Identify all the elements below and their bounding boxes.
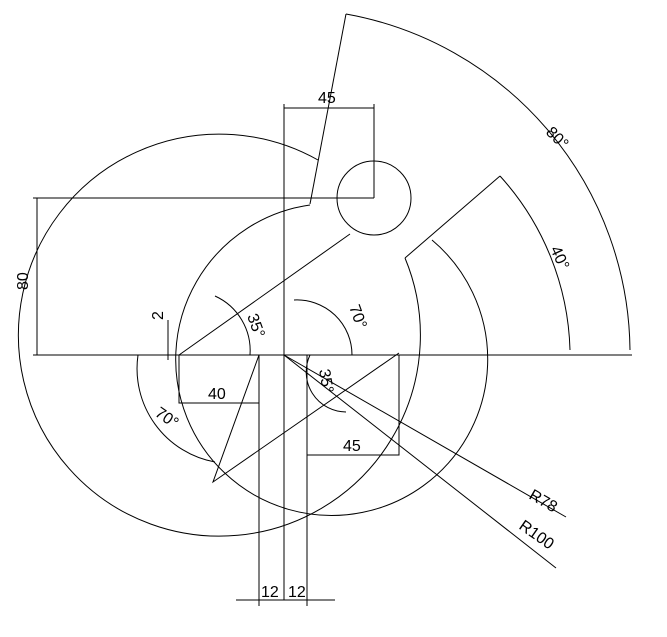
dim-bottom-right-12: 12 <box>288 584 306 601</box>
dim-40-label: 40 <box>208 386 226 403</box>
dim-80-degree-arc <box>345 13 631 351</box>
radius-78-leader <box>283 354 567 518</box>
radius-100-label: R100 <box>516 517 557 553</box>
right-rect <box>306 354 400 456</box>
outer-arc-r100 <box>17 133 421 537</box>
dim-45-bottom-label: 45 <box>343 438 361 455</box>
slot-line-left <box>309 13 347 205</box>
dim-bottom-left-12: 12 <box>261 584 279 601</box>
dim-40-degree-label: 40° <box>546 244 572 273</box>
dim-40-degree-arc <box>499 175 571 351</box>
radius-78-label: R78 <box>526 487 560 516</box>
angle-70-left-label: 70° <box>152 404 182 432</box>
angle-70-left-arc <box>136 354 216 463</box>
dim-45-top-label: 45 <box>318 90 336 107</box>
left-rect <box>178 354 260 404</box>
inner-arc-r78 <box>175 204 489 516</box>
angle-35-left-arc <box>214 295 251 356</box>
angle-70-right-label: 70° <box>345 303 369 332</box>
angle-35-right-label: 35° <box>315 368 336 395</box>
angle-70-right-arc <box>293 299 353 356</box>
angle-35-left-label: 35° <box>243 312 267 341</box>
slot-edge-right <box>404 175 501 259</box>
dim-80-vertical-label: 80 <box>15 272 32 290</box>
angle-35-right-arc <box>305 354 347 413</box>
dim-2-label: 2 <box>150 311 167 320</box>
radius-100-leader <box>283 354 557 569</box>
